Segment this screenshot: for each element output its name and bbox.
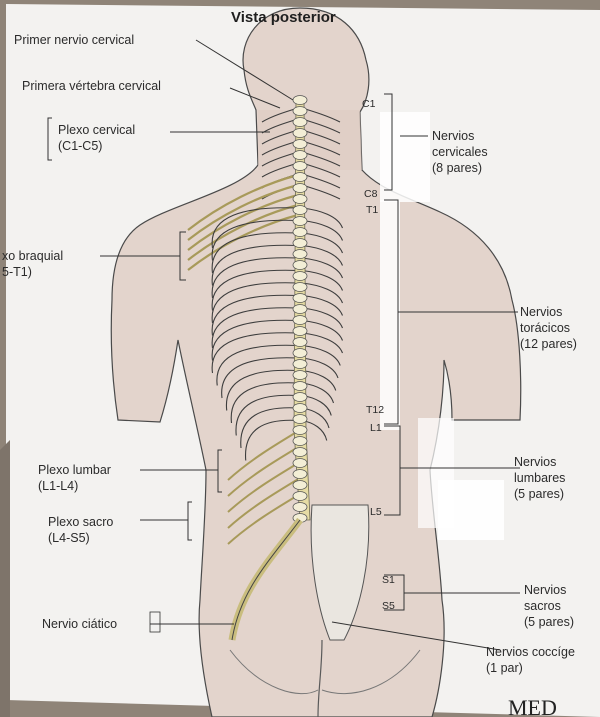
vertebra bbox=[293, 184, 307, 193]
label-nervios-coccigeos: Nervios coccíge (1 par) bbox=[486, 644, 575, 676]
vertebra bbox=[293, 338, 307, 347]
label-nervios-toracicos: Nervios torácicos (12 pares) bbox=[520, 304, 577, 352]
vertebra bbox=[293, 470, 307, 479]
vertebra bbox=[293, 195, 307, 204]
label-line: (8 pares) bbox=[432, 160, 488, 176]
label-line: (L1-L4) bbox=[38, 478, 111, 494]
label-line: torácicos bbox=[520, 320, 577, 336]
vertebra bbox=[293, 503, 307, 512]
vertebra bbox=[293, 459, 307, 468]
vertebra bbox=[293, 96, 307, 105]
vertebra bbox=[293, 162, 307, 171]
vertebra bbox=[293, 228, 307, 237]
label-line: (5 pares) bbox=[524, 614, 574, 630]
label-line: 5-T1) bbox=[2, 264, 63, 280]
label-line: Nervios bbox=[432, 128, 488, 144]
label-nervios-cervicales: Nervios cervicales (8 pares) bbox=[432, 128, 488, 176]
vertebra bbox=[293, 107, 307, 116]
label-plexo-sacro: Plexo sacro (L4-S5) bbox=[48, 514, 113, 546]
vertebra bbox=[293, 426, 307, 435]
marker-s1: S1 bbox=[382, 572, 395, 588]
vertebra bbox=[293, 294, 307, 303]
label-plexo-cervical: Plexo cervical (C1-C5) bbox=[58, 122, 135, 154]
label-primera-vertebra-cervical: Primera vértebra cervical bbox=[22, 78, 161, 94]
vertebra bbox=[293, 415, 307, 424]
corner-text: MED bbox=[508, 695, 557, 717]
label-line: Plexo lumbar bbox=[38, 462, 111, 478]
vertebra bbox=[293, 393, 307, 402]
vertebra bbox=[293, 327, 307, 336]
vertebra bbox=[293, 206, 307, 215]
vertebra bbox=[293, 349, 307, 358]
marker-c8: C8 bbox=[364, 186, 377, 202]
label-line: (5 pares) bbox=[514, 486, 565, 502]
vertebra bbox=[293, 492, 307, 501]
marker-t12: T12 bbox=[366, 402, 384, 418]
vertebra bbox=[293, 360, 307, 369]
vertebra bbox=[293, 448, 307, 457]
vertebra bbox=[293, 283, 307, 292]
label-primer-nervio-cervical: Primer nervio cervical bbox=[14, 32, 134, 48]
vertebra bbox=[293, 481, 307, 490]
label-line: Nervios bbox=[514, 454, 565, 470]
vertebra bbox=[293, 239, 307, 248]
marker-l1: L1 bbox=[370, 420, 382, 436]
vertebra bbox=[293, 217, 307, 226]
vertebra bbox=[293, 371, 307, 380]
vertebra bbox=[293, 382, 307, 391]
vertebra bbox=[293, 151, 307, 160]
vertebra bbox=[293, 437, 307, 446]
label-line: Plexo cervical bbox=[58, 122, 135, 138]
label-nervio-ciatico: Nervio ciático bbox=[42, 616, 117, 632]
label-line: sacros bbox=[524, 598, 574, 614]
label-line: Nervios bbox=[524, 582, 574, 598]
label-line: Plexo sacro bbox=[48, 514, 113, 530]
label-plexo-braquial: xo braquial 5-T1) bbox=[2, 248, 63, 280]
vertebra bbox=[293, 129, 307, 138]
label-line: xo braquial bbox=[2, 248, 63, 264]
label-nervios-sacros: Nervios sacros (5 pares) bbox=[524, 582, 574, 630]
label-nervios-lumbares: Nervios lumbares (5 pares) bbox=[514, 454, 565, 502]
vertebra bbox=[293, 316, 307, 325]
vertebra bbox=[293, 261, 307, 270]
marker-l5: L5 bbox=[370, 504, 382, 520]
vertebra bbox=[293, 305, 307, 314]
label-line: (C1-C5) bbox=[58, 138, 135, 154]
label-line: cervicales bbox=[432, 144, 488, 160]
vertebra bbox=[293, 173, 307, 182]
label-line: (L4-S5) bbox=[48, 530, 113, 546]
vertebra bbox=[293, 118, 307, 127]
vertebra bbox=[293, 272, 307, 281]
vertebra bbox=[293, 404, 307, 413]
label-line: lumbares bbox=[514, 470, 565, 486]
marker-t1: T1 bbox=[366, 202, 378, 218]
label-line: (1 par) bbox=[486, 660, 575, 676]
label-line: Nervios bbox=[520, 304, 577, 320]
marker-c1: C1 bbox=[362, 96, 375, 112]
label-line: Nervios coccíge bbox=[486, 644, 575, 660]
vertebra bbox=[293, 250, 307, 259]
marker-s5: S5 bbox=[382, 598, 395, 614]
vertebra bbox=[293, 140, 307, 149]
label-plexo-lumbar: Plexo lumbar (L1-L4) bbox=[38, 462, 111, 494]
label-line: (12 pares) bbox=[520, 336, 577, 352]
diagram-title: Vista posterior bbox=[231, 10, 336, 26]
